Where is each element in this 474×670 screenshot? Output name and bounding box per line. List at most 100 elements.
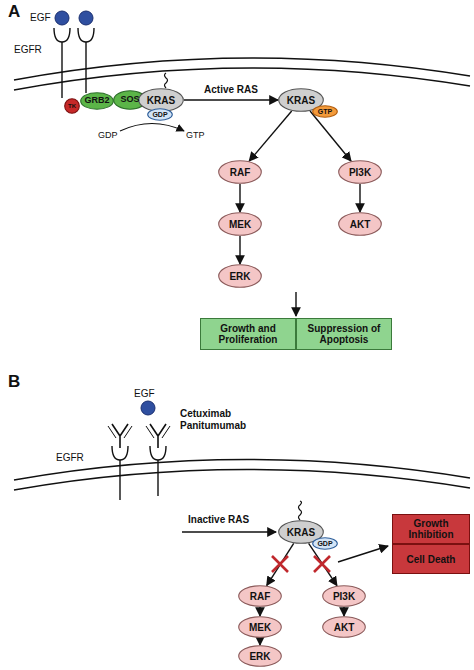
kinase-node: PI3K bbox=[322, 585, 366, 607]
ellipse-shape bbox=[239, 617, 282, 638]
panel-letter: B bbox=[8, 372, 28, 392]
signal-arrow bbox=[267, 543, 294, 585]
node-text: RAF bbox=[250, 591, 271, 602]
node-text: PI3K bbox=[349, 167, 371, 178]
block-mark bbox=[272, 556, 288, 572]
ellipse-shape bbox=[323, 586, 366, 607]
node-text: TK bbox=[68, 103, 76, 110]
signal-arrow bbox=[359, 184, 360, 212]
nucleotide-tag: GTP bbox=[312, 105, 338, 118]
edge-label: Active RAS bbox=[204, 84, 258, 96]
ellipse-shape bbox=[313, 538, 338, 550]
ellipse-shape bbox=[239, 586, 282, 607]
receptor-cup bbox=[78, 28, 94, 42]
ellipse-shape bbox=[148, 109, 173, 121]
node-text: Suppression of Apoptosis bbox=[300, 323, 388, 345]
node-text: RAF bbox=[230, 167, 251, 178]
signal-arrow bbox=[239, 236, 240, 264]
adaptor-protein: GRB2 bbox=[80, 92, 114, 110]
ellipse-shape bbox=[323, 617, 366, 638]
panel-letter: A bbox=[8, 2, 28, 22]
ellipse-shape bbox=[219, 213, 262, 236]
kinase-domain: TK bbox=[64, 98, 80, 114]
node-text: Cell Death bbox=[407, 554, 456, 565]
block-mark bbox=[314, 556, 330, 572]
node-text: KRAS bbox=[147, 95, 175, 106]
node-text: AKT bbox=[350, 219, 371, 230]
node-text: MEK bbox=[229, 219, 251, 230]
node-text: KRAS bbox=[287, 95, 315, 106]
ellipse-shape bbox=[219, 161, 262, 184]
egf-ligand bbox=[141, 401, 155, 415]
egf-ligand bbox=[55, 11, 69, 25]
input-arrow bbox=[182, 531, 276, 532]
ligand-label: EGF bbox=[134, 388, 164, 400]
node-text: GRB2 bbox=[84, 96, 109, 106]
outcome-box: Growth Inhibition bbox=[392, 514, 470, 544]
egf-ligand bbox=[79, 11, 93, 25]
node-text: Growth Inhibition bbox=[396, 518, 466, 540]
node-text: GDP bbox=[152, 111, 167, 119]
node-text: KRAS bbox=[287, 527, 315, 538]
node-text: GTP bbox=[318, 108, 332, 116]
receptor-label: EGFR bbox=[56, 452, 96, 464]
node-text: SOS bbox=[120, 95, 139, 105]
output-arrow bbox=[295, 292, 296, 316]
signal-arrow bbox=[239, 184, 240, 212]
ellipse-shape bbox=[239, 646, 282, 667]
kinase-node: AKT bbox=[322, 616, 366, 638]
node-text: Growth and Proliferation bbox=[204, 323, 292, 345]
receptor-cup bbox=[112, 446, 128, 460]
receptor-cup bbox=[54, 28, 70, 42]
ellipse-shape bbox=[139, 89, 184, 112]
receptor-cup bbox=[150, 446, 166, 460]
ellipse-shape bbox=[219, 265, 262, 288]
kinase-node: RAF bbox=[218, 160, 262, 184]
outcome-box: Growth and Proliferation bbox=[200, 318, 296, 350]
membrane-anchor bbox=[165, 73, 168, 88]
signal-arrow bbox=[249, 111, 291, 161]
nucleotide-label: GDP bbox=[98, 130, 128, 140]
kinase-node: ERK bbox=[238, 645, 282, 667]
receptor-label: EGFR bbox=[14, 44, 54, 56]
receptor-stem bbox=[61, 42, 62, 98]
kinase-node: ERK bbox=[218, 264, 262, 288]
cell-membrane bbox=[14, 469, 470, 490]
drug-label: Cetuximab Panitumumab bbox=[180, 408, 270, 431]
nucleotide-tag: GDP bbox=[312, 537, 338, 550]
signal-arrow bbox=[259, 607, 260, 616]
ellipse-shape bbox=[339, 213, 382, 236]
ligand-label: EGF bbox=[30, 12, 60, 24]
outcome-box: Suppression of Apoptosis bbox=[296, 318, 392, 350]
state-label: Inactive RAS bbox=[188, 514, 268, 526]
nucleotide-tag: GDP bbox=[147, 108, 173, 121]
ellipse-shape bbox=[339, 161, 382, 184]
kinase-node: AKT bbox=[338, 212, 382, 236]
node-text: GDP bbox=[317, 540, 332, 548]
receptor-stem bbox=[85, 42, 86, 93]
receptor-stem bbox=[157, 460, 158, 496]
exchange-arrow bbox=[120, 124, 184, 132]
receptor-stem bbox=[119, 460, 120, 500]
output-arrow bbox=[338, 546, 388, 562]
signal-arrow bbox=[343, 607, 344, 616]
nucleotide-label: GTP bbox=[186, 130, 216, 140]
antibody-symbol bbox=[146, 426, 170, 438]
node-text: MEK bbox=[249, 622, 271, 633]
node-text: AKT bbox=[334, 622, 355, 633]
ellipse-shape bbox=[65, 99, 80, 114]
signal-arrow bbox=[184, 99, 278, 100]
membrane-anchor bbox=[299, 501, 302, 520]
signal-arrow bbox=[310, 111, 351, 161]
node-text: PI3K bbox=[333, 591, 355, 602]
kinase-node: MEK bbox=[238, 616, 282, 638]
outcome-box: Cell Death bbox=[392, 544, 470, 574]
antibody-symbol bbox=[108, 426, 132, 438]
kinase-node: MEK bbox=[218, 212, 262, 236]
kinase-node: PI3K bbox=[338, 160, 382, 184]
signal-arrow bbox=[259, 638, 260, 645]
ellipse-shape bbox=[313, 106, 338, 118]
kinase-node: RAF bbox=[238, 585, 282, 607]
ellipse-shape bbox=[81, 93, 114, 110]
node-text: ERK bbox=[249, 651, 270, 662]
